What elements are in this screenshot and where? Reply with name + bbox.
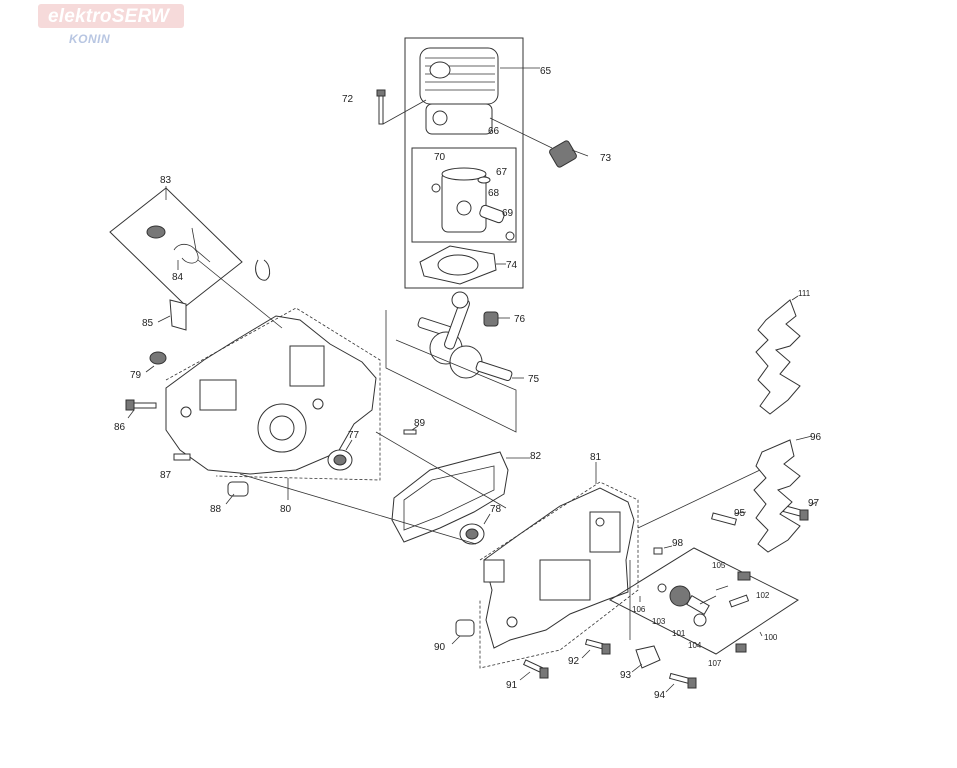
callout-90: 90 [434, 642, 446, 653]
part-piston [441, 167, 487, 233]
part-circlip-left [431, 183, 441, 193]
part-needle-bearing [483, 311, 499, 327]
part-clip [255, 259, 271, 281]
callout-98: 98 [672, 538, 684, 549]
callout-70: 70 [434, 152, 446, 163]
callout-104: 104 [688, 641, 702, 650]
callout-80: 80 [280, 504, 292, 515]
callout-88: 88 [210, 504, 222, 515]
callout-74: 74 [506, 260, 518, 271]
cylinder-group-frame [404, 37, 524, 289]
part-circlip [505, 231, 515, 241]
callout-68: 68 [488, 188, 500, 199]
part-cylinder-gasket [419, 245, 497, 285]
part-piston-pin [479, 204, 505, 224]
part-oil-seal-78 [459, 523, 485, 545]
callout-105: 105 [712, 561, 726, 570]
callout-103: 103 [652, 617, 666, 626]
part-crankcase-half-80 [165, 315, 377, 475]
part-oil-seal-79 [149, 351, 167, 365]
part-pin-98 [653, 547, 663, 555]
part-screw-92 [584, 638, 611, 655]
callout-65: 65 [540, 66, 552, 77]
part-screw-107 [735, 643, 747, 653]
part-spark-plug-73 [549, 140, 589, 168]
part-screw-94 [668, 672, 697, 689]
oil-pump-group-frame [608, 547, 799, 655]
crankcase-80-outline [165, 307, 381, 481]
callout-labels: 65 66 67 68 69 70 72 73 74 75 76 77 78 7… [114, 66, 822, 701]
callout-92: 92 [568, 656, 580, 667]
part-bumper-spike-111 [755, 299, 801, 415]
callout-78: 78 [490, 504, 502, 515]
callout-75: 75 [528, 374, 540, 385]
callout-84: 84 [172, 272, 184, 283]
callout-77: 77 [348, 430, 360, 441]
callout-79: 79 [130, 370, 142, 381]
callout-107: 107 [708, 659, 722, 668]
part-crankcase-half-81 [483, 487, 635, 649]
part-screw-86 [125, 399, 157, 411]
callout-67: 67 [496, 167, 508, 178]
callout-100: 100 [764, 633, 778, 642]
part-oil-pickup [146, 225, 211, 264]
part-bracket-85 [169, 299, 187, 331]
callout-85: 85 [142, 318, 154, 329]
part-cylinder [419, 47, 499, 135]
part-sleeve-88 [227, 481, 249, 497]
piston-group-frame [411, 147, 517, 243]
watermark-logo: elektroSERW KONIN [38, 4, 186, 48]
callout-66: 66 [488, 126, 500, 137]
part-gasket-82 [391, 451, 509, 543]
callout-69: 69 [502, 208, 514, 219]
part-screw-91 [523, 659, 549, 679]
part-oil-pump [657, 571, 751, 627]
callout-93: 93 [620, 670, 632, 681]
part-stud-87 [173, 453, 191, 461]
watermark-subtitle: KONIN [69, 32, 111, 46]
callout-111: 111 [798, 289, 811, 298]
callout-95: 95 [734, 508, 746, 519]
callout-72: 72 [342, 94, 354, 105]
part-pin-89 [403, 429, 417, 435]
callout-83: 83 [160, 175, 172, 186]
callout-81: 81 [590, 452, 602, 463]
callout-94: 94 [654, 690, 666, 701]
part-piston-ring [477, 176, 491, 184]
part-sleeve-90 [455, 619, 475, 637]
crankcase-81-outline [479, 481, 639, 669]
callout-82: 82 [530, 451, 542, 462]
part-bumper-spike-96 [753, 439, 801, 553]
crankshaft-frame [385, 310, 517, 433]
callout-97: 97 [808, 498, 820, 509]
watermark-box [38, 4, 184, 28]
part-clip-93 [635, 645, 661, 669]
part-bolt-95 [711, 512, 737, 526]
part-screw-72 [376, 89, 386, 125]
callout-86: 86 [114, 422, 126, 433]
watermark-title: elektroSERW [48, 6, 170, 27]
callout-89: 89 [414, 418, 426, 429]
part-oil-seal-77 [327, 449, 353, 471]
part-crankshaft [417, 291, 513, 382]
callout-91: 91 [506, 680, 518, 691]
callout-101: 101 [672, 629, 686, 638]
callout-73: 73 [600, 153, 612, 164]
callout-96: 96 [810, 432, 822, 443]
callout-102: 102 [756, 591, 770, 600]
callout-87: 87 [160, 470, 172, 481]
bracket-group-frame [109, 187, 243, 307]
callout-106: 106 [632, 605, 646, 614]
callout-76: 76 [514, 314, 526, 325]
